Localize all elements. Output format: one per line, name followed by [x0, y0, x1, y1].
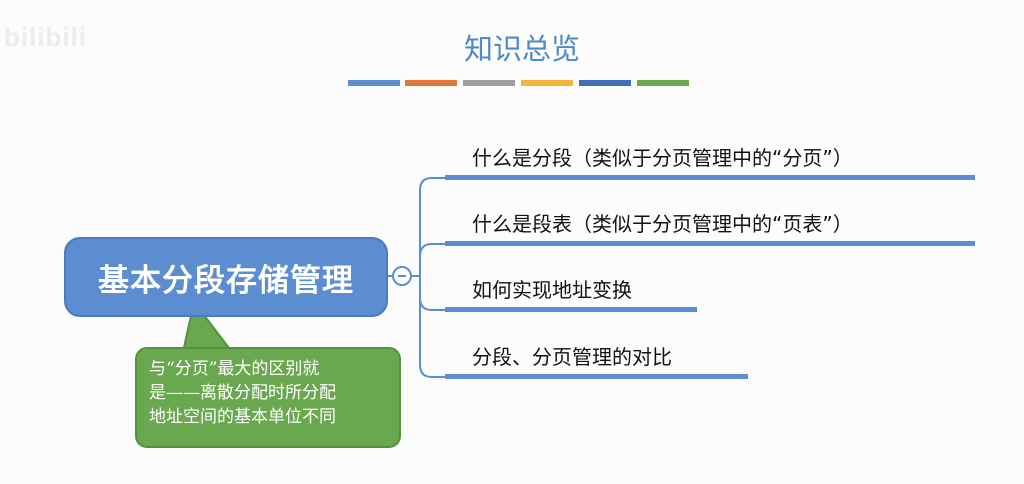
branch-connector-1	[419, 177, 445, 276]
branch-underline-2	[445, 241, 975, 246]
color-bar-5	[579, 80, 631, 86]
color-bar-1	[348, 80, 400, 86]
color-bar-6	[637, 80, 689, 86]
branch-connector-4	[419, 276, 445, 378]
branch-underline-4	[445, 374, 748, 379]
collapse-toggle-icon[interactable]	[392, 266, 412, 286]
watermark-logo: bilibili	[4, 22, 88, 52]
callout-line-2: 是——离散分配时所分配	[149, 383, 336, 403]
branch-label-segment-table[interactable]: 什么是段表（类似于分页管理中的“页表”）	[472, 212, 853, 236]
branch-label-segment[interactable]: 什么是分段（类似于分页管理中的“分页”）	[472, 146, 853, 170]
color-bar-4	[521, 80, 573, 86]
branch-connector-3	[419, 276, 445, 311]
callout-line-1: 与“分页”最大的区别就	[149, 359, 320, 379]
callout-note: 与“分页”最大的区别就 是——离散分配时所分配 地址空间的基本单位不同	[135, 347, 401, 448]
branch-underline-1	[445, 175, 975, 180]
color-bar-2	[405, 80, 457, 86]
root-node[interactable]: 基本分段存储管理	[64, 237, 388, 317]
color-bar-3	[463, 80, 515, 86]
branch-underline-3	[445, 307, 697, 312]
branch-label-comparison[interactable]: 分段、分页管理的对比	[472, 345, 672, 369]
callout-line-3: 地址空间的基本单位不同	[149, 407, 336, 427]
branch-connector-2	[419, 243, 445, 276]
slide-title: 知识总览	[463, 32, 580, 66]
branch-label-address-translation[interactable]: 如何实现地址变换	[472, 278, 632, 302]
